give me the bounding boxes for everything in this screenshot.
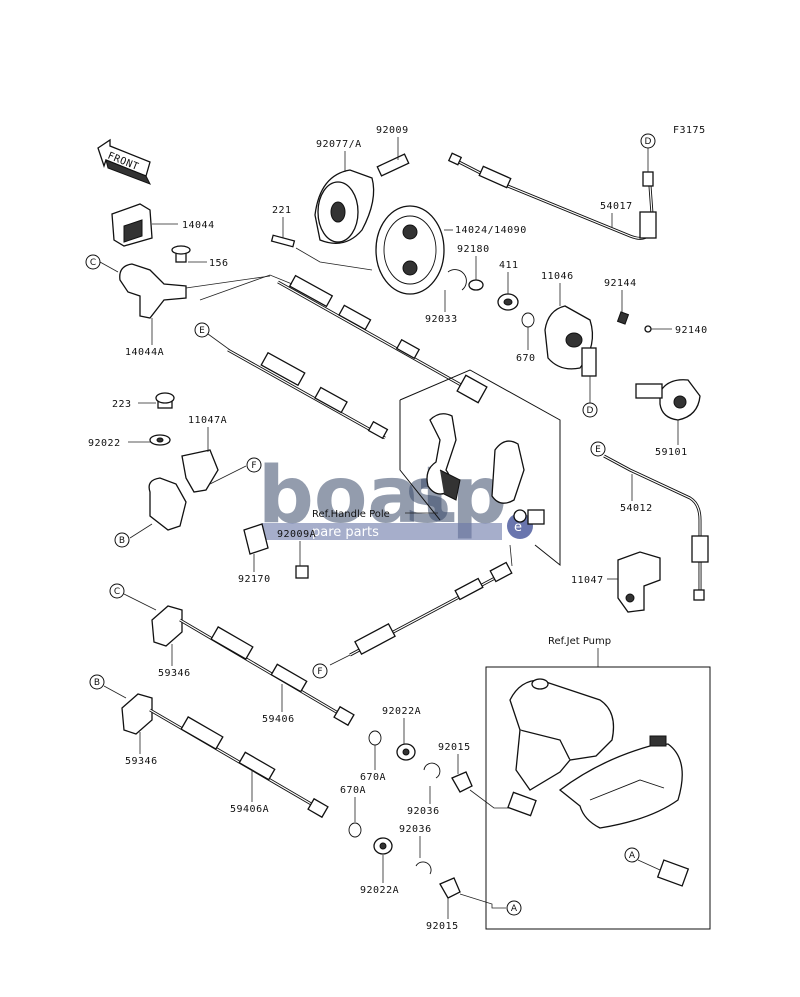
label-54012: 54012 bbox=[620, 503, 653, 514]
svg-text:E: E bbox=[595, 445, 601, 455]
marker-a-box bbox=[624, 847, 640, 863]
marker-e-right bbox=[590, 441, 606, 457]
pulley-assembly bbox=[270, 153, 445, 295]
cable-e-left: E bbox=[194, 322, 389, 440]
label-92009-top: 92009 bbox=[376, 125, 409, 136]
label-14044a: 14044A bbox=[125, 347, 164, 358]
watermark-tagline: pare parts bbox=[312, 525, 379, 540]
marker-b-low bbox=[89, 674, 105, 690]
watermark-band bbox=[262, 523, 502, 540]
marker-a-bottom bbox=[506, 900, 522, 916]
label-670a-top: 670A bbox=[360, 772, 386, 783]
label-92170: 92170 bbox=[238, 574, 271, 585]
cable-e-right: E bbox=[590, 441, 709, 613]
marker-f-low bbox=[312, 663, 328, 679]
label-92022a-bot: 92022A bbox=[360, 885, 399, 896]
svg-text:D: D bbox=[587, 406, 594, 416]
watermark-dot bbox=[507, 513, 533, 539]
svg-text:D: D bbox=[645, 137, 652, 147]
watermark-suffix: e bbox=[514, 520, 522, 535]
svg-text:A: A bbox=[511, 904, 518, 914]
diagram-code: F3175 bbox=[673, 125, 706, 136]
label-14024: 14024/14090 bbox=[455, 225, 527, 236]
label-670a-bot: 670A bbox=[340, 785, 366, 796]
hardware-top-right bbox=[447, 269, 701, 421]
label-59406: 59406 bbox=[262, 714, 295, 725]
front-arrow-icon: FRONT bbox=[97, 138, 152, 185]
cable-upper bbox=[199, 274, 488, 404]
label-92015-top: 92015 bbox=[438, 742, 471, 753]
svg-text:F: F bbox=[317, 667, 322, 677]
label-59346-b: 59346 bbox=[125, 756, 158, 767]
label-670: 670 bbox=[516, 353, 536, 364]
label-92180: 92180 bbox=[457, 244, 490, 255]
ref-jet-pump: Ref.Jet Pump bbox=[548, 636, 611, 647]
svg-text:C: C bbox=[114, 587, 120, 597]
svg-text:F: F bbox=[251, 461, 256, 471]
marker-c-low bbox=[109, 583, 125, 599]
cables-lower-left: C B bbox=[89, 583, 355, 819]
label-11047: 11047 bbox=[571, 575, 604, 586]
svg-text:B: B bbox=[119, 536, 125, 546]
jet-pump-box: A bbox=[485, 648, 711, 930]
label-11047a: 11047A bbox=[188, 415, 227, 426]
handle-pole-box bbox=[399, 369, 561, 567]
label-223: 223 bbox=[112, 399, 132, 410]
svg-text:E: E bbox=[199, 326, 205, 336]
cable-54017: D bbox=[447, 133, 657, 240]
washers-center: A bbox=[348, 730, 537, 916]
marker-b-mid bbox=[114, 532, 130, 548]
svg-text:B: B bbox=[94, 678, 100, 688]
marker-c-top bbox=[85, 254, 101, 270]
brackets-upper-left: C bbox=[85, 203, 271, 319]
svg-text:C: C bbox=[90, 258, 96, 268]
label-92022a-top: 92022A bbox=[382, 706, 421, 717]
part-labels: 92009 92077/A 221 14024/14090 14044 156 … bbox=[88, 125, 708, 932]
label-92036-top: 92036 bbox=[407, 806, 440, 817]
label-92033: 92033 bbox=[425, 314, 458, 325]
label-411: 411 bbox=[499, 260, 519, 271]
label-59406a: 59406A bbox=[230, 804, 269, 815]
svg-text:A: A bbox=[629, 851, 636, 861]
brackets-mid-left: B F bbox=[114, 392, 309, 579]
label-92022: 92022 bbox=[88, 438, 121, 449]
label-92036-bot: 92036 bbox=[399, 824, 432, 835]
label-221: 221 bbox=[272, 205, 292, 216]
label-14044: 14044 bbox=[182, 220, 215, 231]
label-92009a: 92009A bbox=[277, 529, 316, 540]
label-92144: 92144 bbox=[604, 278, 637, 289]
label-92015-bot: 92015 bbox=[426, 921, 459, 932]
ref-handle-pole: Ref.Handle Pole bbox=[312, 509, 390, 520]
label-11046: 11046 bbox=[541, 271, 574, 282]
label-59101: 59101 bbox=[655, 447, 688, 458]
marker-f-mid bbox=[246, 457, 262, 473]
label-92077a: 92077/A bbox=[316, 139, 362, 150]
label-92140: 92140 bbox=[675, 325, 708, 336]
label-156: 156 bbox=[209, 258, 229, 269]
marker-e-left bbox=[194, 322, 210, 338]
cable-lower-mid: F bbox=[312, 544, 513, 679]
label-54017: 54017 bbox=[600, 201, 633, 212]
label-59346-c: 59346 bbox=[158, 668, 191, 679]
